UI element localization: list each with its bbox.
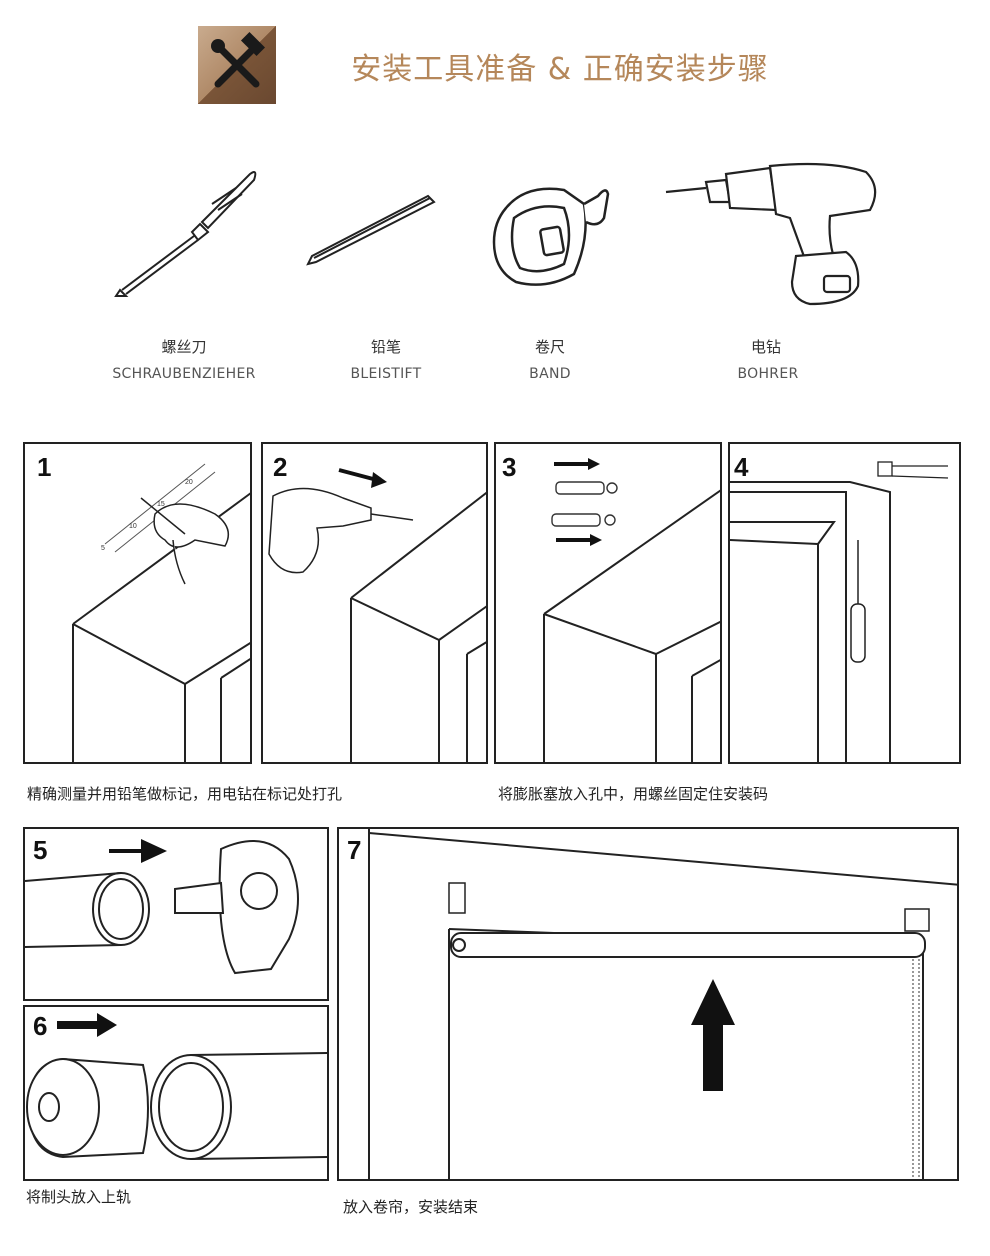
caption: 将膨胀塞放入孔中，用螺丝固定住安装码 — [498, 785, 769, 803]
roller-blind-illustration — [368, 829, 957, 1179]
roller-tube-icon — [450, 932, 926, 958]
tool-label-cn: 螺丝刀 — [161, 338, 207, 356]
end-cap-illustration — [25, 839, 299, 975]
tools-icon — [211, 31, 266, 88]
pencil-icon — [300, 190, 440, 270]
page-title: 安装工具准备 & 正确安装步骤 — [351, 52, 769, 87]
tool-label-en: BLEISTIFT — [350, 366, 422, 382]
idle-end-icon — [26, 1057, 149, 1159]
ruler-tick: 5 — [101, 545, 105, 552]
wall-plug-icon — [551, 481, 618, 527]
step-panel-1: 1 5 10 15 20 — [23, 442, 252, 764]
screwdriver-icon — [100, 160, 270, 300]
up-arrow-icon — [691, 979, 735, 1091]
ruler-tick: 15 — [157, 501, 165, 508]
tool-label-en: BOHRER — [737, 366, 799, 382]
step-panel-3: 3 — [494, 442, 722, 764]
drill-icon — [268, 487, 414, 574]
control-unit-icon — [174, 840, 299, 975]
step-panel-2: 2 — [261, 442, 488, 764]
bracket-mount-illustration — [730, 461, 949, 762]
caption: 放入卷帘，安装结束 — [343, 1198, 479, 1216]
step-number: 2 — [273, 452, 288, 482]
screwdriver-icon — [850, 540, 866, 663]
ruler-tick: 20 — [185, 479, 193, 486]
step-panel-5: 5 — [23, 827, 329, 1001]
caption: 精确测量并用铅笔做标记，用电钻在标记处打孔 — [27, 785, 343, 803]
hand-icon — [140, 497, 230, 585]
drilling-illustration — [268, 468, 486, 762]
step-number: 6 — [33, 1011, 48, 1041]
bracket-icon — [877, 461, 949, 479]
tape-measure-icon — [486, 178, 616, 296]
caption: 将制头放入上轨 — [26, 1188, 132, 1206]
tool-label-en: BAND — [529, 366, 571, 382]
tool-label-cn: 铅笔 — [370, 338, 401, 356]
measure-illustration: 5 10 15 20 — [72, 463, 250, 762]
tool-label-cn: 电钻 — [750, 338, 781, 356]
anchor-illustration — [543, 458, 720, 762]
tool-label-cn: 卷尺 — [534, 338, 565, 356]
bracket-icon — [448, 882, 930, 932]
step-number: 1 — [37, 452, 52, 482]
step-number: 4 — [734, 452, 749, 482]
step-panel-7: 7 — [337, 827, 959, 1181]
ruler-tick: 10 — [129, 523, 137, 530]
step-panel-4: 4 — [728, 442, 961, 764]
drill-icon — [660, 158, 882, 308]
step-number: 7 — [347, 835, 362, 865]
tools-badge — [198, 26, 276, 104]
tool-label-en: SCHRAUBENZIEHER — [112, 366, 256, 382]
step-number: 3 — [502, 452, 517, 482]
idle-end-illustration — [26, 1013, 327, 1160]
step-number: 5 — [33, 835, 48, 865]
step-panel-6: 6 — [23, 1005, 329, 1181]
